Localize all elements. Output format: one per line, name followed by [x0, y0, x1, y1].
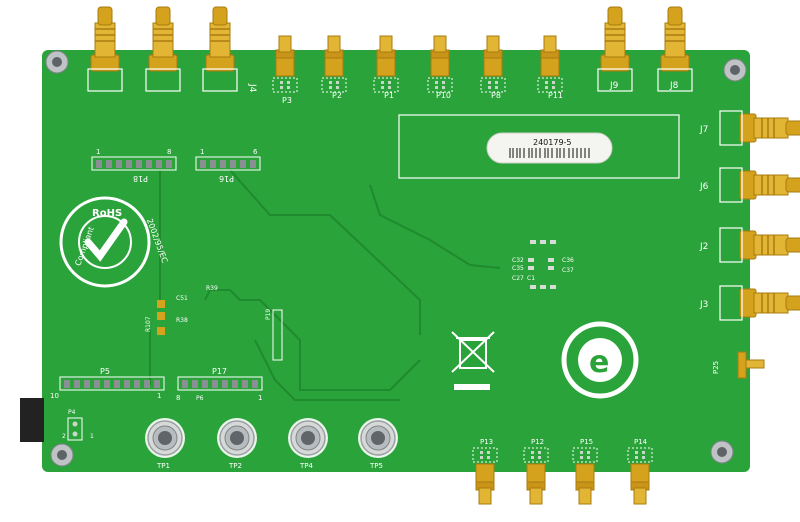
header-p16-pin-right: 6: [253, 148, 258, 156]
mounting-hole-icon: [50, 443, 74, 467]
part-c1: C1: [527, 275, 535, 282]
sma-j6-label: J6: [699, 182, 709, 192]
header-p18-label: P18: [133, 174, 148, 183]
part-c36: C36: [562, 257, 574, 264]
header-p2-label: P2: [332, 91, 342, 100]
header-p14-label: P14: [634, 438, 648, 446]
header-p18: [96, 160, 172, 168]
sma-j7-label: J7: [699, 125, 708, 135]
rohs-check-icon: [59, 196, 151, 288]
part-c37: C37: [562, 267, 574, 274]
part-p19: P19: [265, 309, 272, 320]
header-p17-pin-left: 8: [176, 394, 180, 402]
header-p17-pin-right: 1: [258, 394, 262, 402]
header-p6-label: P6: [196, 395, 204, 402]
sma-j2-label: J2: [699, 242, 708, 252]
header-p17: [182, 380, 258, 388]
pad: [157, 300, 165, 308]
pad: [157, 312, 165, 320]
part-r107: R107: [145, 316, 152, 332]
header-p12-label: P12: [531, 438, 544, 446]
header-p11-label: P11: [548, 91, 563, 100]
rohs-top-text: RoHS: [92, 208, 122, 219]
header-p16: [200, 160, 256, 168]
pcb-traces: [149, 169, 501, 401]
header-p13-label: P13: [480, 438, 493, 446]
sma-j3-label: J3: [699, 300, 708, 310]
barcode-text: 240179-5: [533, 138, 572, 147]
header-p3-label: P3: [282, 96, 292, 105]
pcb-board: [42, 50, 750, 472]
header-p5-pin-left: 10: [50, 392, 59, 400]
mounting-hole-icon: [45, 50, 69, 74]
header-p18-pin-left: 1: [96, 148, 100, 156]
header-p5: [64, 380, 160, 388]
pad: [157, 327, 165, 335]
label-area: [398, 114, 680, 179]
sma-j9-label: J9: [609, 81, 619, 91]
part-c35: C35: [512, 265, 524, 272]
weee-bin-icon: [451, 331, 495, 373]
tp1-label: TP1: [156, 462, 170, 470]
connector-p25-label: P25: [712, 361, 720, 374]
test-point-tp2: [216, 417, 258, 459]
test-point-tp1: [144, 417, 186, 459]
barcode-sticker: 240179-5: [486, 132, 613, 164]
header-p5-pin-right: 1: [157, 392, 161, 400]
header-p4-label: P4: [68, 409, 76, 416]
tp5-label: TP5: [369, 462, 383, 470]
part-c27: C27: [512, 275, 524, 282]
header-p1-label: P1: [384, 91, 394, 100]
header-p5-label: P5: [100, 367, 110, 376]
weee-bar: [454, 384, 490, 390]
header-p17-label: P17: [212, 367, 227, 376]
header-p4-pin-2: 2: [62, 433, 66, 440]
e-recycle-icon: e: [561, 321, 639, 399]
header-p8-label: P8: [491, 91, 501, 100]
header-p18-pin-right: 8: [167, 148, 171, 156]
tp4-label: TP4: [299, 462, 313, 470]
mounting-hole-icon: [723, 58, 747, 82]
part-c51: C51: [176, 295, 188, 302]
sma-j8-label: J8: [669, 81, 679, 91]
part-c32: C32: [512, 257, 524, 264]
header-p15-label: P15: [580, 438, 593, 446]
test-point-tp4: [287, 417, 329, 459]
connector-p25: [737, 351, 765, 379]
part-r39: R39: [206, 285, 218, 292]
test-point-tp5: [357, 417, 399, 459]
header-p19: [272, 309, 283, 361]
svg-text:e: e: [589, 345, 609, 380]
header-p4-pin-1: 1: [90, 433, 94, 440]
header-p16-label: P16: [219, 174, 234, 183]
mounting-hole-icon: [710, 440, 734, 464]
part-r38: R38: [176, 317, 188, 324]
capacitor-cluster: [528, 240, 556, 289]
header-p4: [67, 417, 83, 441]
header-p16-pin-left: 1: [200, 148, 204, 156]
side-connector: [20, 398, 44, 442]
header-p10-label: P10: [436, 91, 451, 100]
sma-j4-label: J4: [247, 83, 257, 93]
tp2-label: TP2: [228, 462, 242, 470]
